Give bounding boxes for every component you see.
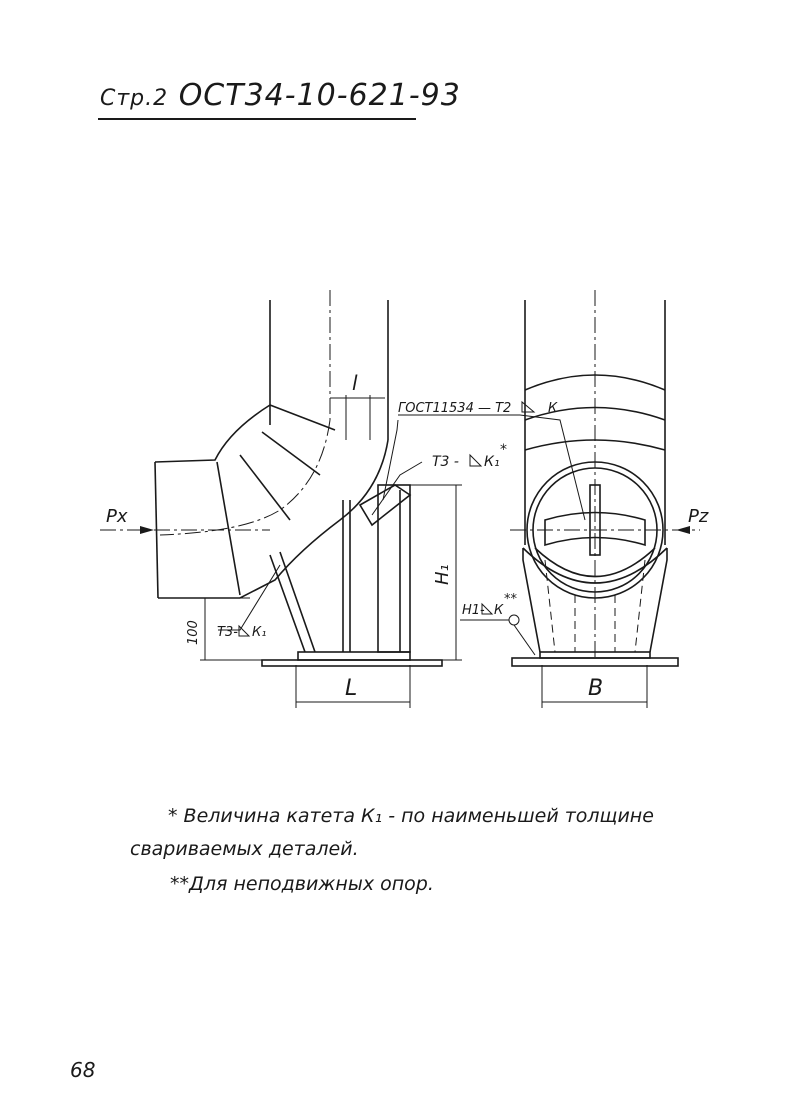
document-code: ОСТ34-10-621-93 (178, 78, 461, 113)
dim-B-label: B (588, 676, 603, 701)
weld-h1-stars: ** (504, 592, 518, 607)
weld-t3-top-label: Т3 - (432, 454, 459, 470)
weld-triangle-icon (521, 400, 536, 413)
weld-t3-bottom-label: Т3- (217, 625, 238, 640)
force-pz-label: Pz (688, 506, 709, 527)
weld-triangle-icon (238, 624, 251, 637)
footnote-1-line-2: свариваемых деталей. (130, 838, 359, 860)
weld-h1-k: К (494, 603, 504, 618)
weld-gost-label: ГОСТ11534 — Т2 (398, 401, 511, 416)
footnote-2: **Для неподвижных опор. (170, 873, 434, 895)
dim-H1-label: H₁ (432, 564, 453, 585)
weld-t3-bottom-k1: К₁ (252, 625, 266, 640)
dim-l-label: l (352, 371, 358, 395)
side-view (100, 290, 462, 708)
header-underline (98, 118, 416, 120)
weld-t3-top-star: * (500, 442, 507, 458)
weld-triangle-icon (481, 602, 494, 615)
weld-triangle-icon (469, 453, 483, 467)
weld-symbols (238, 400, 536, 637)
dim-L-label: L (345, 676, 357, 701)
page-label: Стр.2 (100, 86, 169, 111)
weld-t3-top-k1: К₁ (484, 454, 500, 470)
weld-gost-k: К (548, 401, 558, 416)
weld-h1-label: Н1- (462, 603, 485, 618)
page-header: Стр.2 ОСТ34-10-621-93 (100, 78, 461, 113)
front-view (398, 290, 700, 708)
force-px-label: Px (106, 506, 128, 527)
drawing-labels: l L B H₁ 100 Px Pz ГОСТ11534 — Т2 К Т3 -… (106, 371, 709, 701)
dim-100-label: 100 (186, 620, 201, 645)
page-number: 68 (70, 1058, 96, 1082)
footnote-1-line-1: * Величина катета К₁ - по наименьшей тол… (168, 805, 654, 827)
